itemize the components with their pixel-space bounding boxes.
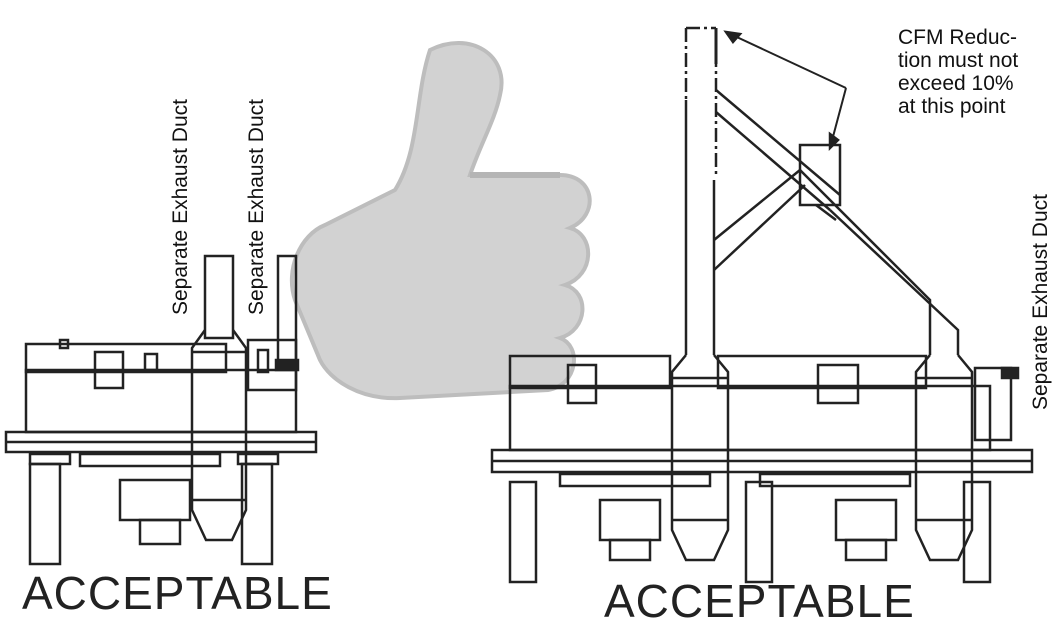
cfm-note-line-2: tion must not bbox=[898, 49, 1019, 72]
acceptable-caption-right: ACCEPTABLE bbox=[604, 575, 915, 627]
duct-label-left-2: Separate Exhaust Duct bbox=[245, 99, 268, 315]
cfm-note: CFM Reduc- tion must not exceed 10% at t… bbox=[898, 26, 1058, 118]
cfm-note-line-1: CFM Reduc- bbox=[898, 26, 1018, 49]
cfm-note-line-4: at this point bbox=[898, 95, 1006, 118]
duct-label-right: Separate Exhaust Duct bbox=[1029, 194, 1052, 410]
acceptable-caption-left: ACCEPTABLE bbox=[22, 567, 333, 619]
right-machine bbox=[490, 26, 1034, 584]
duct-label-left-1: Separate Exhaust Duct bbox=[169, 99, 192, 315]
thumbs-up-icon bbox=[289, 40, 592, 401]
cfm-note-line-3: exceed 10% bbox=[898, 72, 1014, 95]
left-machine bbox=[4, 254, 318, 566]
